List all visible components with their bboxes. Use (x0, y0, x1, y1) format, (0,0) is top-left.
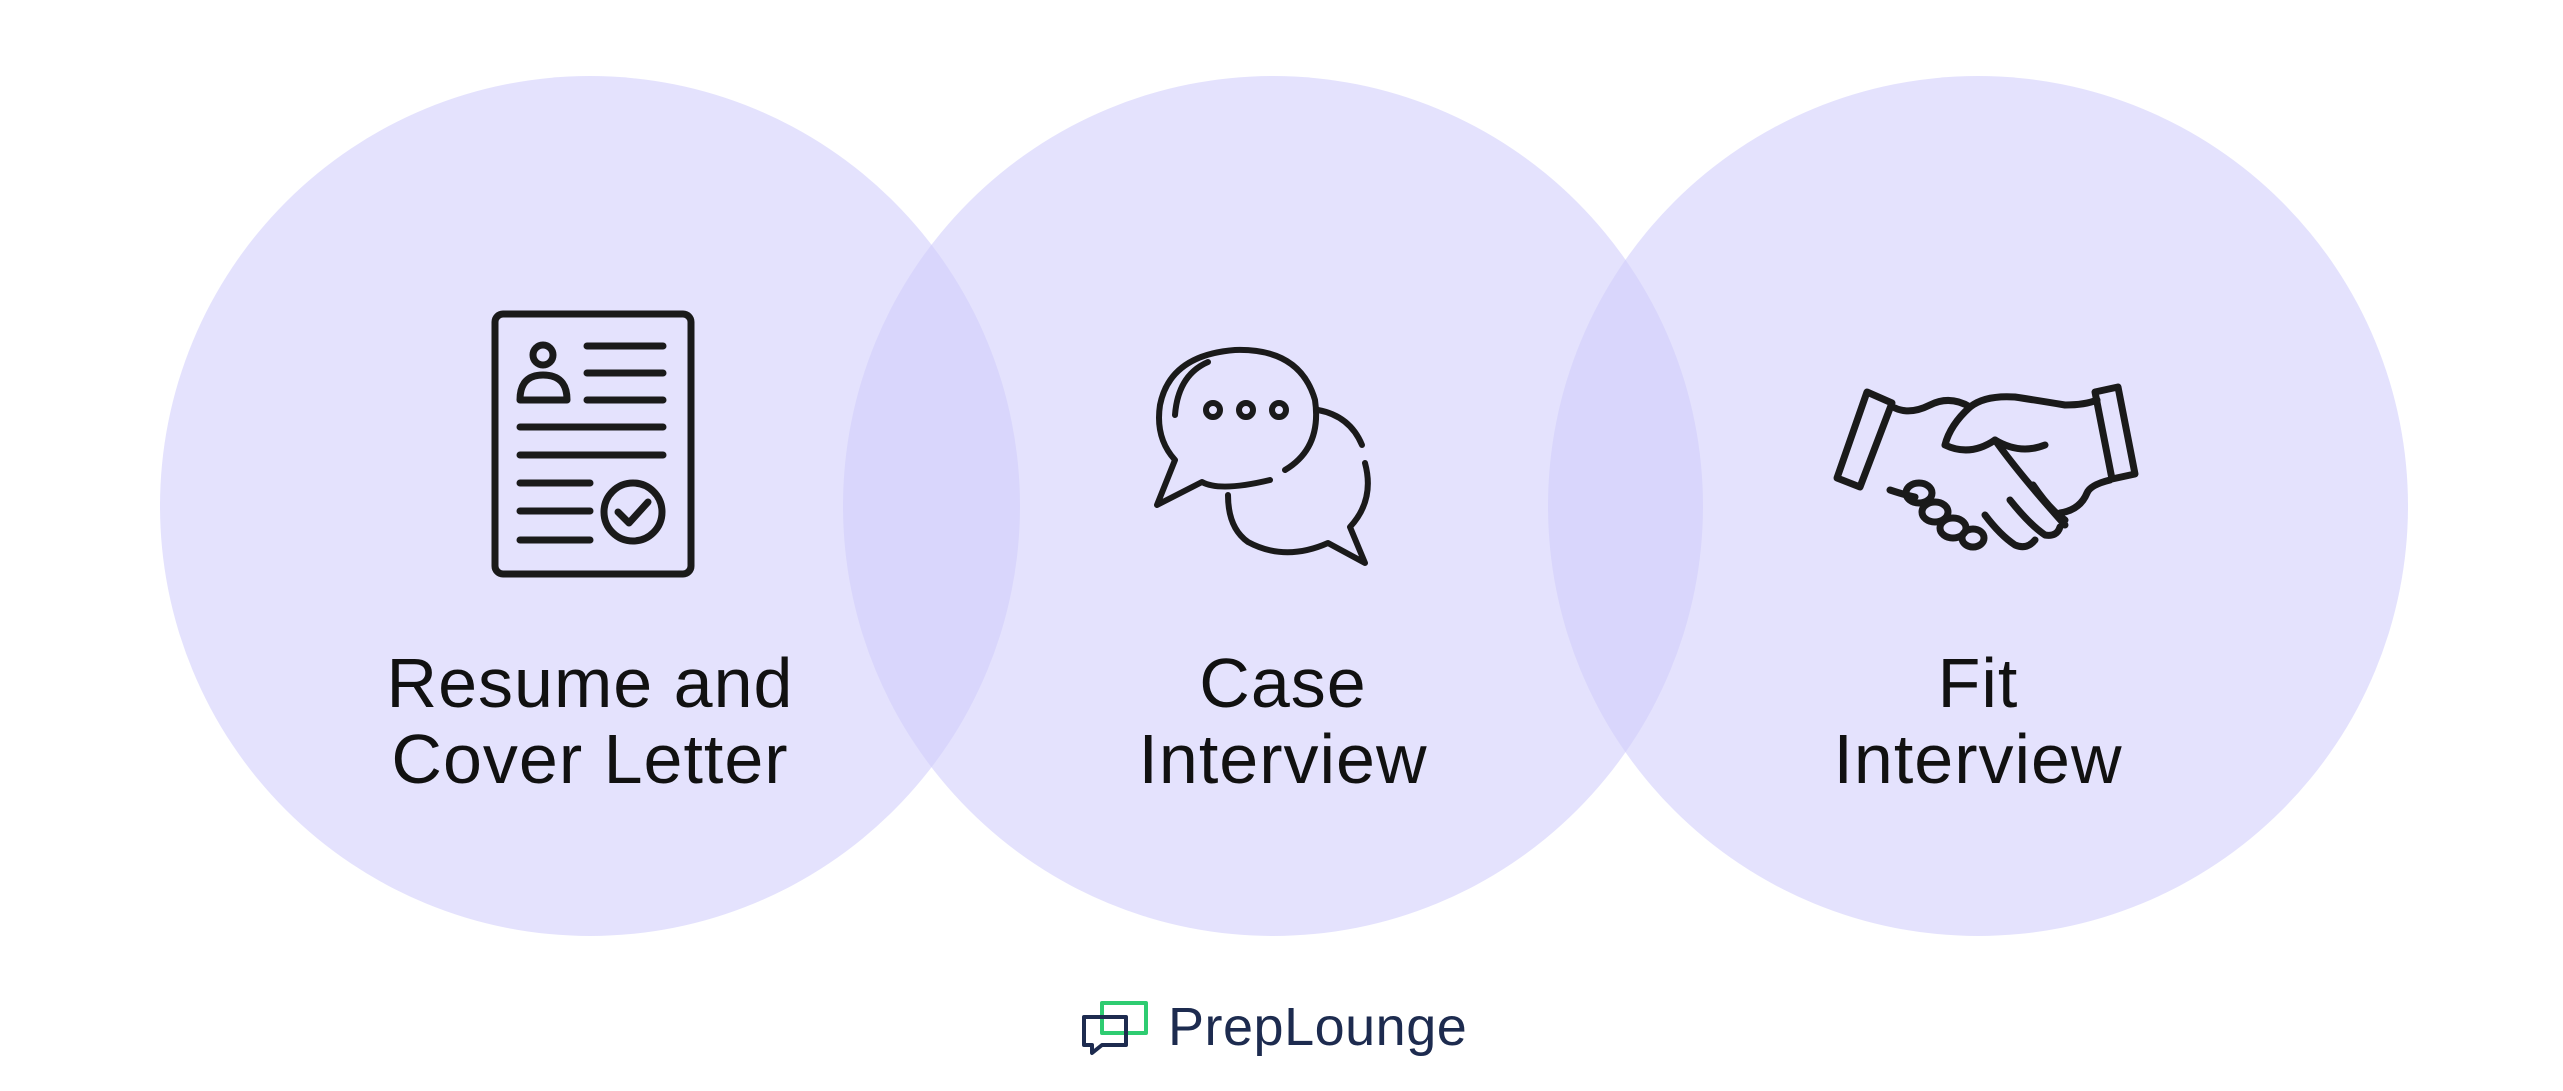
resume-document-icon (475, 300, 715, 590)
brand-footer: PrepLounge (1080, 992, 1467, 1062)
stage-label-line: Interview (1138, 720, 1428, 798)
stage-label-resume: Resume and Cover Letter (310, 645, 870, 797)
stage-label-case: Case Interview (1003, 645, 1563, 797)
stage-label-line: Cover Letter (391, 720, 789, 798)
stage-label-line: Fit (1937, 644, 2019, 722)
brand-name: PrepLounge (1168, 997, 1468, 1057)
stage-label-line: Case (1199, 644, 1367, 722)
stage-circle-fit (1548, 76, 2408, 936)
handshake-icon (1833, 375, 2165, 575)
stage-label-line: Interview (1833, 720, 2123, 798)
chat-bubbles-icon (1140, 320, 1430, 590)
chat-logo-icon (1080, 997, 1152, 1057)
stage-label-fit: Fit Interview (1698, 645, 2258, 797)
stage-label-line: Resume and (386, 644, 794, 722)
